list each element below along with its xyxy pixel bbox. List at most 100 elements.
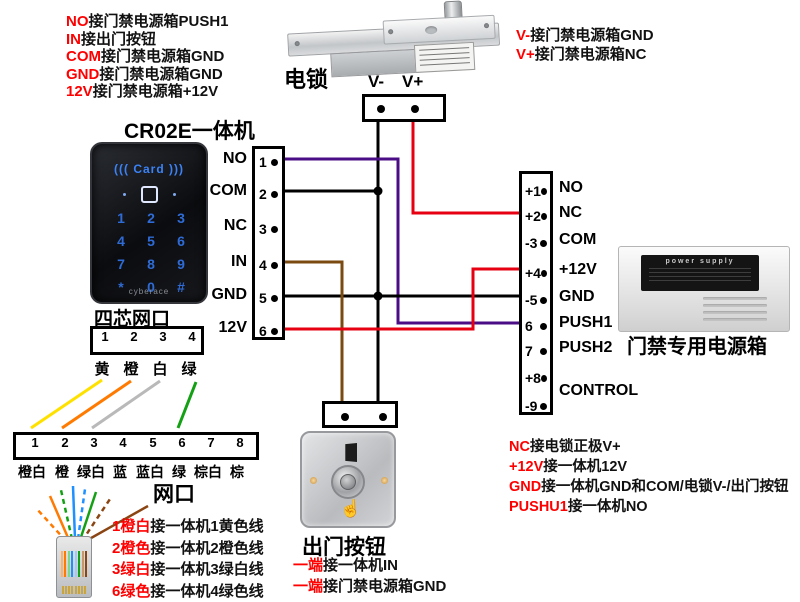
- key-2: 2: [136, 210, 166, 226]
- left-label-nc: NC: [224, 217, 247, 235]
- door-icon: [342, 443, 357, 462]
- wire-color-label: 蓝: [103, 462, 137, 482]
- power-supply-box-image: power supply: [618, 246, 790, 332]
- junction-com-gnd: [374, 187, 383, 196]
- terminal-row: -3: [522, 234, 550, 252]
- pin-cell: 1: [25, 437, 45, 449]
- reader-terminal-strip: 1 2 3 4 5 6: [252, 146, 285, 340]
- wire-green: [178, 382, 196, 428]
- pin-cell: 4: [113, 437, 133, 449]
- right-label-push2: PUSH2: [559, 339, 612, 357]
- terminal-dot: [271, 191, 278, 198]
- note-line: GND接一体机GND和COM/电锁V-/出门按钮: [509, 477, 789, 497]
- note-line: NO接门禁电源箱PUSH1: [66, 13, 229, 31]
- right-label-com: COM: [559, 231, 596, 249]
- note-line: 一端接一体机IN: [293, 555, 446, 576]
- wire-12v: [285, 269, 519, 329]
- right-label-nc: NC: [559, 204, 582, 222]
- terminal-dot: [540, 240, 547, 247]
- terminal-dot: [379, 413, 387, 421]
- note-line: 6绿色接一体机4绿色线: [112, 581, 264, 602]
- terminal-row: 5: [255, 289, 282, 307]
- pin-cell: 1: [95, 331, 115, 343]
- pin-cell: 2: [124, 331, 144, 343]
- net-port-title: 网口: [153, 478, 195, 508]
- terminal-row: -5: [522, 291, 550, 309]
- note-line: +12V接一体机12V: [509, 457, 789, 477]
- key-6: 6: [166, 233, 196, 249]
- push-button-core: [340, 474, 356, 490]
- note-line: V+接门禁电源箱NC: [516, 45, 654, 64]
- left-label-gnd: GND: [211, 286, 247, 304]
- terminal-dot: [271, 159, 278, 166]
- wire-color-label: 橙白: [15, 462, 49, 482]
- terminal-row: +4: [522, 264, 550, 282]
- note-line: 2橙色接一体机2橙色线: [112, 538, 264, 560]
- terminal-row: 7: [522, 342, 550, 360]
- note-line: 一端接门禁电源箱GND: [293, 576, 446, 597]
- indicator-dot-icon: [123, 193, 126, 196]
- wire-in-button: [285, 262, 342, 401]
- terminal-dot: [541, 375, 547, 382]
- terminal-row: +2: [522, 207, 550, 225]
- pin-cell: 8: [230, 437, 250, 449]
- note-line: COM接门禁电源箱GND: [66, 48, 229, 66]
- pin-cell: 5: [143, 437, 163, 449]
- wire-color-label: 棕: [220, 462, 254, 482]
- lock-wiring-notes: V-接门禁电源箱GND V+接门禁电源箱NC: [516, 26, 654, 64]
- key-3: 3: [166, 210, 196, 226]
- terminal-row: 3: [255, 220, 282, 238]
- vplus-label: V+: [402, 72, 423, 92]
- power-wiring-notes: NC接电锁正极V+ +12V接一体机12V GND接一体机GND和COM/电锁V…: [509, 437, 789, 517]
- pin-cell: 2: [55, 437, 75, 449]
- left-label-12v: 12V: [219, 319, 247, 337]
- rj45-wire-stripes: [61, 551, 87, 577]
- terminal-dot: [540, 348, 547, 355]
- terminal-dot: [540, 403, 547, 410]
- terminal-dot: [541, 270, 547, 277]
- note-line: NC接电锁正极V+: [509, 437, 789, 457]
- note-line: 3绿白接一体机3绿白线: [112, 559, 264, 581]
- note-line: IN接出门按钮: [66, 31, 229, 49]
- note-line: GND接门禁电源箱GND: [66, 66, 229, 84]
- wire-no-push1: [285, 159, 519, 323]
- terminal-row: 4: [255, 256, 282, 274]
- rj45-plug-image: [56, 536, 92, 598]
- terminal-dot: [540, 297, 547, 304]
- terminal-dot: [341, 413, 349, 421]
- rj45-mapping-notes: 1橙白接一体机1黄色线 2橙色接一体机2橙色线 3绿白接一体机3绿白线 6绿色接…: [112, 516, 264, 602]
- left-label-in: IN: [231, 253, 247, 271]
- terminal-dot: [377, 105, 385, 113]
- terminal-dot: [271, 328, 278, 335]
- note-line: 1橙白接一体机1黄色线: [112, 516, 264, 538]
- terminal-dot: [271, 226, 278, 233]
- note-line: V-接门禁电源箱GND: [516, 26, 654, 45]
- terminal-row: +1: [522, 182, 550, 200]
- terminal-row: -9: [522, 397, 550, 415]
- screw-icon: [310, 477, 317, 484]
- terminal-dot: [541, 213, 547, 220]
- right-label-no: NO: [559, 179, 583, 197]
- eight-pin-connector: 1 2 3 4 5 6 7 8: [13, 432, 259, 460]
- key-5: 5: [136, 233, 166, 249]
- pin-cell: 7: [201, 437, 221, 449]
- terminal-dot: [411, 105, 419, 113]
- key-7: 7: [106, 256, 136, 272]
- pin-cell: 3: [153, 331, 173, 343]
- right-label-push1: PUSH1: [559, 314, 612, 332]
- terminal-dot: [540, 323, 547, 330]
- lock-label: 电锁: [284, 62, 328, 94]
- key-4: 4: [106, 233, 136, 249]
- exit-button-terminal-box: [322, 401, 398, 428]
- exit-button-notes: 一端接一体机IN 一端接门禁电源箱GND: [293, 555, 446, 597]
- pin-cell: 3: [84, 437, 104, 449]
- terminal-row: 6: [255, 322, 282, 340]
- key-8: 8: [136, 256, 166, 272]
- pin-cell: 6: [172, 437, 192, 449]
- right-label-control: CONTROL: [559, 382, 638, 400]
- terminal-dot: [271, 262, 278, 269]
- wire-vplus-nc: [413, 122, 519, 213]
- power-supply-sticker: power supply: [641, 255, 759, 291]
- terminal-dot: [271, 295, 278, 302]
- vminus-label: V-: [368, 72, 384, 92]
